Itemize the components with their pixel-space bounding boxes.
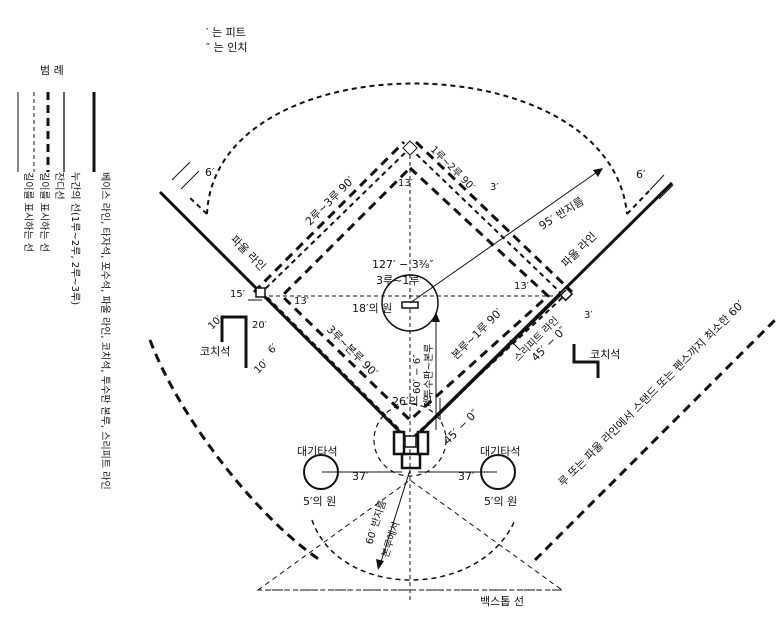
batters-box-right (416, 430, 430, 456)
radius-60-arrow (376, 559, 384, 570)
legend-item-4: 길이를 표시하는 선 (38, 172, 51, 252)
dim-45-right (509, 339, 521, 351)
foul-line-right-label: 파울 라인 (559, 230, 599, 270)
batters-box-left (392, 430, 406, 456)
pitch-sub-label: 투수판~본루 (423, 344, 435, 398)
coach-box-left-label: 코치석 (200, 345, 230, 358)
d20-label: 20′ (252, 320, 268, 331)
infield-grass-diamond (279, 165, 551, 423)
d13-top-label: 13′ (398, 178, 414, 189)
circle-26-label: 26′의 원 (392, 395, 432, 408)
d45-left-label: 45′ − 0″ (441, 407, 481, 447)
coach-box-left (220, 315, 248, 368)
d13-right-label: 13′ (514, 281, 530, 292)
legend-item-2: 누간의 선(1루~2루, 2루~3루) (69, 172, 81, 305)
catchers-box (400, 452, 422, 470)
d6-left-label: 6′ (266, 342, 280, 356)
stands-line-left (148, 339, 321, 562)
pitcher-circle (381, 274, 439, 332)
legend-item-3: 잔디선 (53, 172, 65, 200)
backstop-arc (311, 519, 516, 581)
d6-topright-label: 6′ (636, 168, 646, 181)
d10b-label: 10′ (252, 357, 271, 376)
circle-5-right-label: 5′의 원 (484, 495, 517, 508)
third-home-label: 3루~본루 90′ (324, 323, 381, 380)
third-base (255, 287, 266, 298)
d3-top-label: 3′ (490, 182, 499, 193)
infield-outer-edge (252, 140, 406, 294)
three-foot-line (435, 289, 567, 419)
units-feet: ′ 는 피트 (206, 26, 246, 39)
legend-item-1: 베이스 라인, 타자석, 포수석, 파울 라인, 코치석, 투수판 본루, 스리… (99, 172, 111, 490)
coach-box-right-label: 코치석 (590, 348, 620, 361)
tick-left-top2 (180, 170, 200, 190)
legend: 범 례 베이스 라인, 타자석, 포수석, 파울 라인, 코치석, 투수판 본루… (17, 64, 111, 490)
tick-right-top2 (658, 184, 674, 200)
d37-right-label: 37′ (458, 470, 475, 483)
infield-outer-edge-r (414, 140, 574, 294)
legend-title: 범 례 (40, 64, 64, 77)
d6-topleft-label: 6′ (205, 166, 215, 179)
pitcher-plate (401, 301, 419, 309)
foul-line-left (158, 190, 412, 444)
pitch-arrow (432, 312, 440, 322)
units-inches: ″ 는 인치 (206, 41, 247, 54)
home-plate (404, 435, 417, 448)
grass-line-arc (206, 82, 628, 215)
tick-right-top (649, 174, 665, 191)
d13-left-label: 13′ (294, 296, 310, 307)
grass-line-left-ext (187, 195, 208, 215)
grass-line-right-ext (626, 189, 651, 215)
home-circle (373, 403, 447, 477)
on-deck-right-label: 대기타석 (480, 445, 520, 458)
radius-95-arrow (593, 168, 603, 177)
backstop-label: 백스톱 선 (480, 595, 524, 608)
from-home-label: 본루에서 (379, 520, 402, 559)
d3-right-label: 3′ (584, 310, 593, 321)
tick-left-top (171, 161, 191, 181)
first-second-label: 1루~2루 90′ (428, 144, 478, 194)
diag-sub-label: 3루~1루 (376, 274, 419, 287)
diag-main-label: 127′ − 3⅜″ (372, 258, 433, 271)
d15-label: 15′ (230, 289, 246, 300)
first-base (558, 286, 574, 302)
second-base (402, 140, 418, 156)
on-deck-left-label: 대기타석 (297, 445, 337, 458)
radius-95-label: 95′ 반지름 (537, 195, 587, 233)
home-first-label: 본루~1루 90′ (449, 306, 506, 363)
stands-line (533, 318, 777, 562)
circle-5-left-label: 5′의 원 (303, 495, 336, 508)
legend-item-5: 길이를 표시하는 선 (22, 172, 35, 252)
backstop-triangle (256, 479, 564, 591)
second-third-label: 2루~3루 90′ (303, 174, 357, 228)
coach-box-right (572, 344, 600, 378)
radius-60-line (379, 469, 411, 566)
circle-18-label: 18′의 원 (352, 302, 392, 315)
radius-95-line (409, 169, 601, 304)
d37-left-label: 37′ (352, 470, 369, 483)
pitch-dist-label: 60′ − 6″ (412, 354, 423, 394)
stands-note-label: 루 또는 파울 라인에서 스탠드 또는 펜스까지 최소한 60′ (556, 298, 747, 489)
